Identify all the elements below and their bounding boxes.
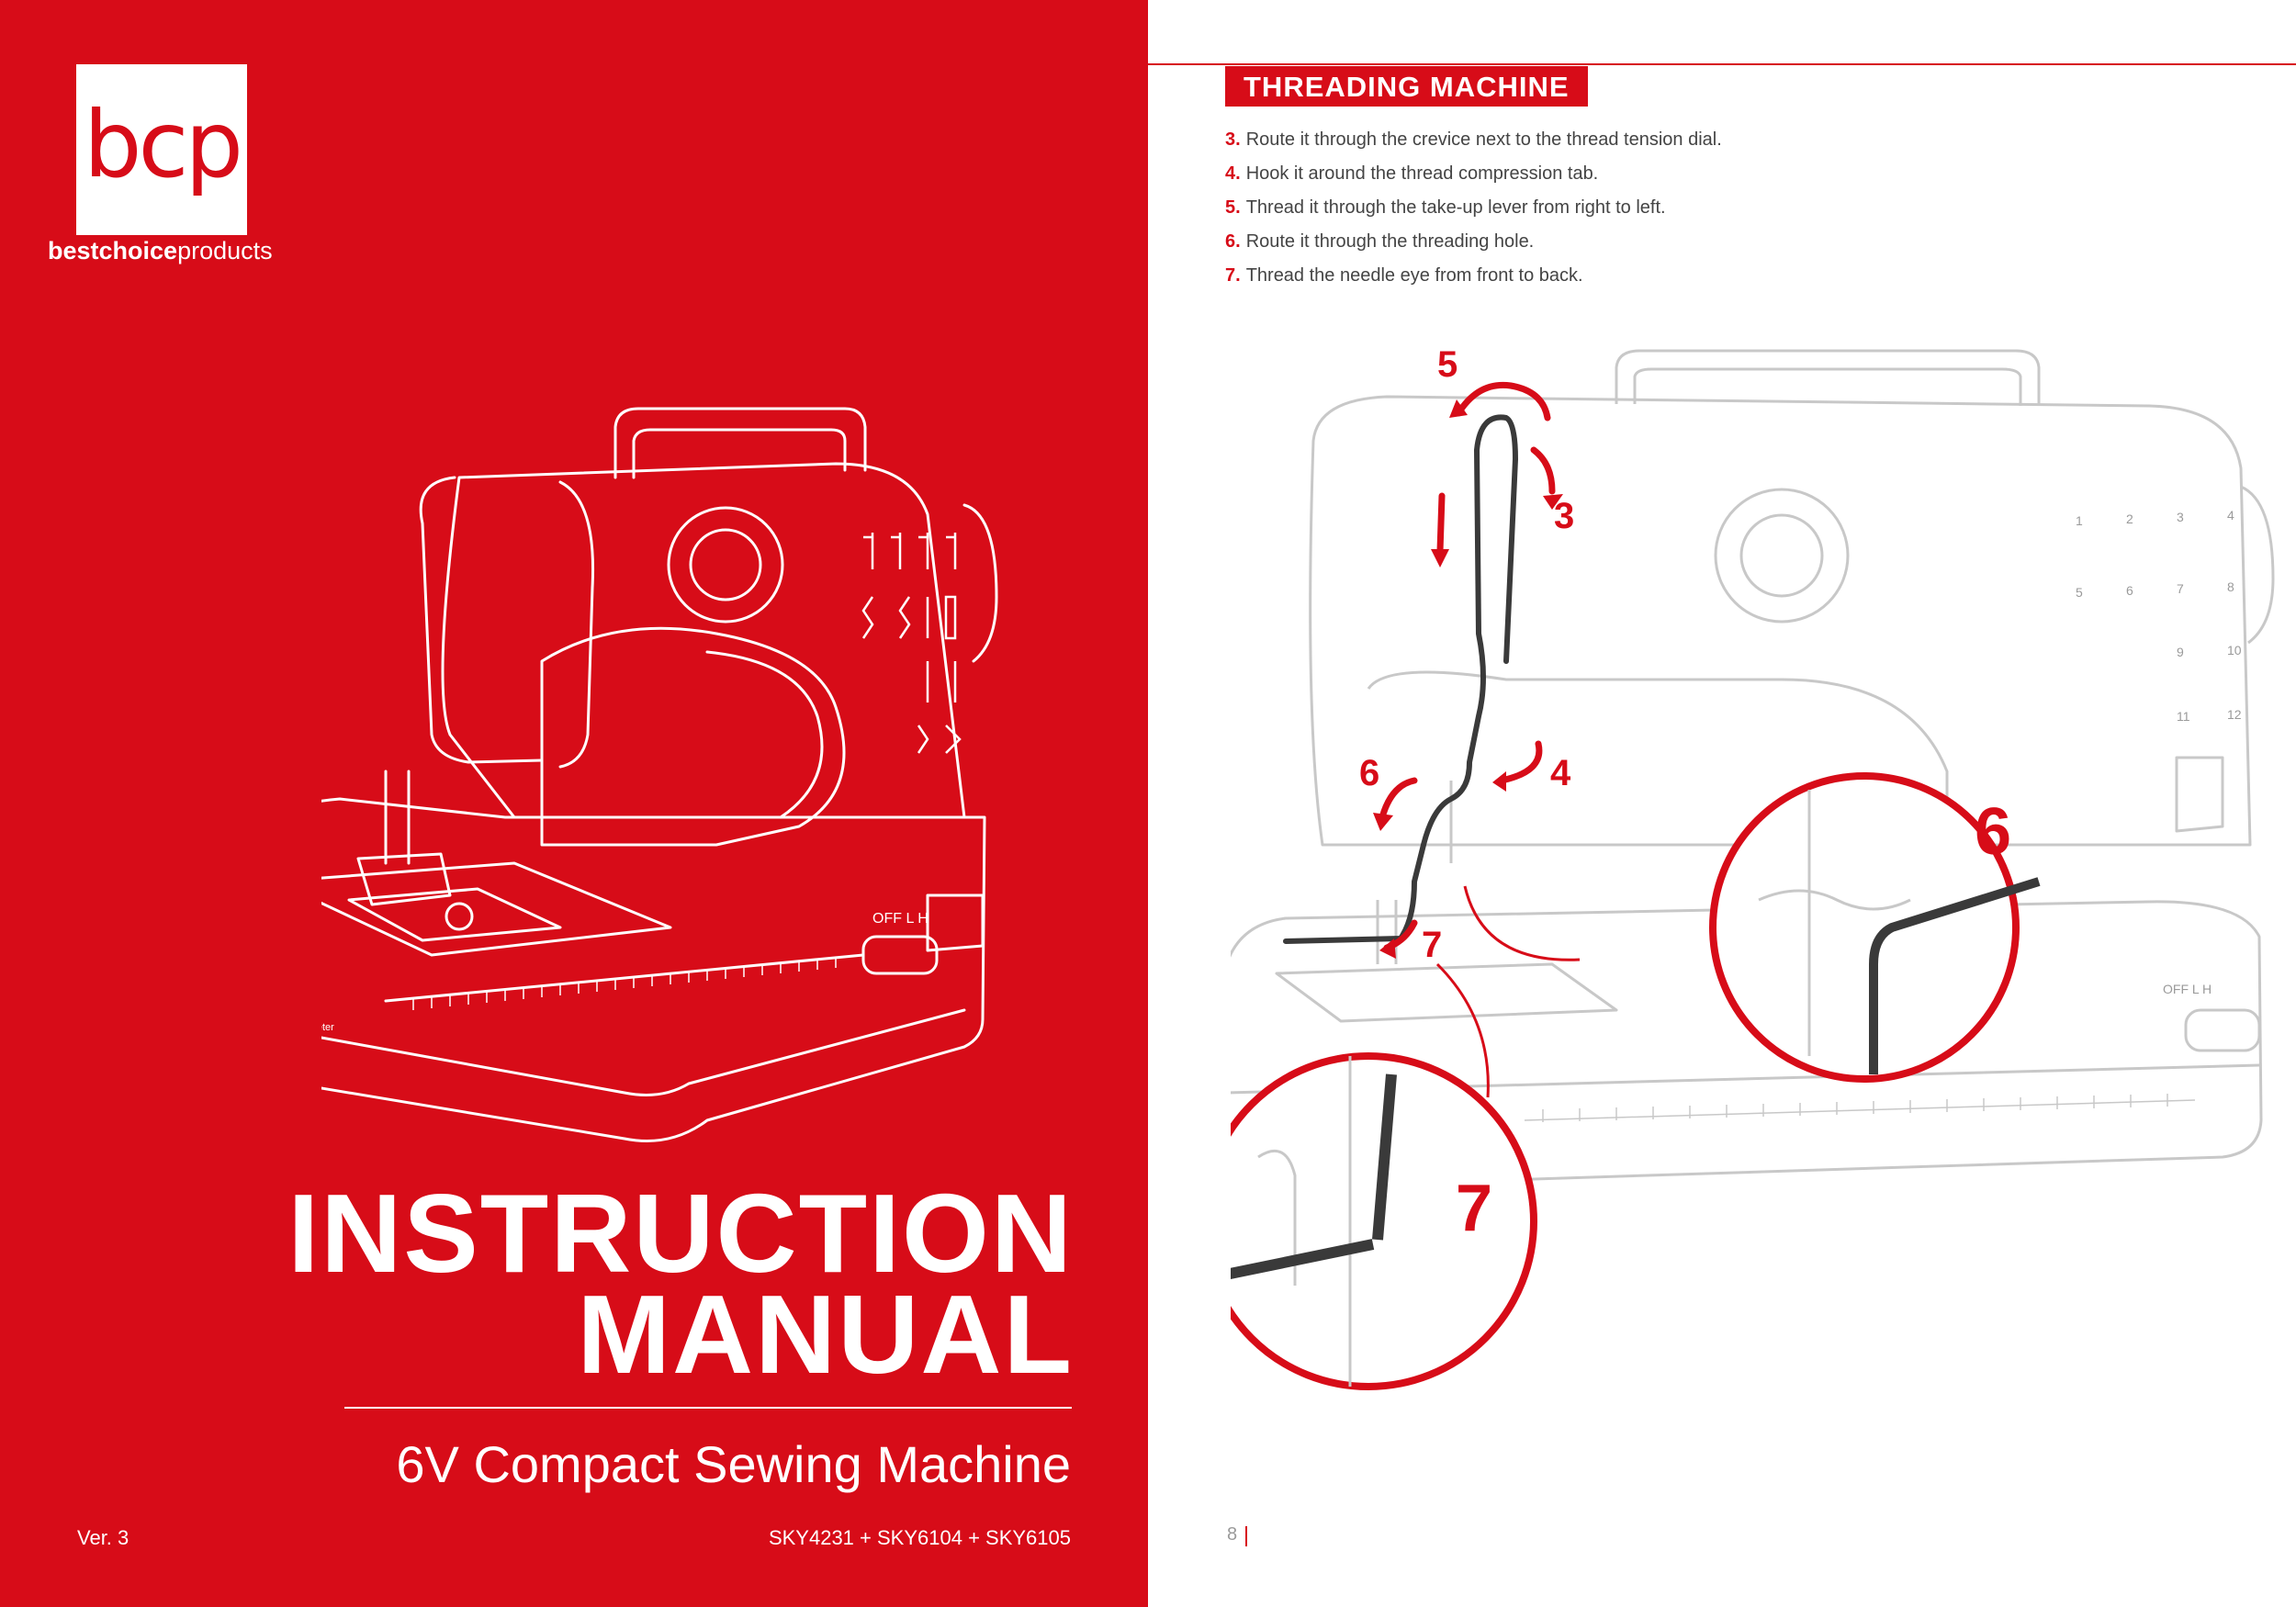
callout-5: 5	[1437, 344, 1458, 385]
stitch-number: 6	[2126, 583, 2133, 598]
list-item: 4.Hook it around the thread compression …	[1225, 163, 1599, 184]
stitch-number: 2	[2126, 511, 2133, 526]
threading-diagram: OFF L H 1 2 3 4 5 6 7 8 9 10 11 12	[1231, 344, 2275, 1390]
stitch-number: 5	[2076, 585, 2083, 600]
list-item: 6.Route it through the threading hole.	[1225, 231, 1535, 252]
title-divider	[344, 1407, 1072, 1409]
logo-mark: bcp	[84, 91, 243, 198]
title-line-1: INSTRUCTION	[287, 1171, 1074, 1296]
stitch-number: 9	[2177, 645, 2184, 659]
switch-label: OFF L H	[872, 911, 929, 927]
zoom-detail-6: 6	[1463, 772, 2041, 1083]
zoom-label-7: 7	[1456, 1172, 1492, 1245]
page-number: 8	[1227, 1524, 1238, 1545]
list-item: 5.Thread it through the take-up lever fr…	[1225, 197, 1666, 218]
list-item: 3.Route it through the crevice next to t…	[1225, 129, 1722, 150]
list-item: 7.Thread the needle eye from front to ba…	[1225, 265, 1583, 286]
callout-3: 3	[1554, 496, 1574, 536]
callout-6: 6	[1359, 753, 1379, 793]
switch-label: OFF L H	[2163, 982, 2212, 996]
ruler-label: Centimeter	[321, 1022, 334, 1033]
header-rule	[1148, 63, 2296, 65]
stitch-number: 1	[2076, 513, 2083, 528]
zoom-detail-7: 7	[1231, 962, 1537, 1390]
section-title: THREADING MACHINE	[1225, 66, 1588, 107]
stitch-number: 10	[2227, 643, 2242, 657]
page-number-bar	[1245, 1526, 1247, 1546]
product-subtitle: 6V Compact Sewing Machine	[396, 1435, 1071, 1493]
logo-word-light: products	[177, 237, 273, 264]
cover-page: bcp bestchoiceproducts	[0, 0, 1148, 1607]
logo-word-bold: bestchoice	[48, 237, 178, 264]
callout-4: 4	[1550, 753, 1571, 793]
sewing-machine-illustration: OFF L H Centimeter	[321, 407, 998, 1142]
content-page: THREADING MACHINE 3.Route it through the…	[1148, 0, 2296, 1607]
stitch-number: 3	[2177, 510, 2184, 524]
step-list: 3.Route it through the crevice next to t…	[1225, 123, 1722, 293]
version-label: Ver. 3	[77, 1526, 129, 1549]
title-line-2: MANUAL	[577, 1272, 1074, 1397]
stitch-number: 4	[2227, 508, 2234, 523]
stitch-number: 11	[2177, 709, 2190, 724]
stitch-number: 12	[2227, 707, 2242, 722]
zoom-label-6: 6	[1975, 795, 2011, 869]
brand-logo: bcp	[76, 64, 247, 235]
stitch-number: 7	[2177, 581, 2184, 596]
model-numbers: SKY4231 + SKY6104 + SKY6105	[768, 1526, 1071, 1549]
callout-7: 7	[1422, 925, 1442, 965]
stitch-number: 8	[2227, 579, 2234, 594]
manual-title: INSTRUCTION MANUAL	[287, 1171, 1074, 1397]
logo-wordmark: bestchoiceproducts	[48, 237, 273, 265]
